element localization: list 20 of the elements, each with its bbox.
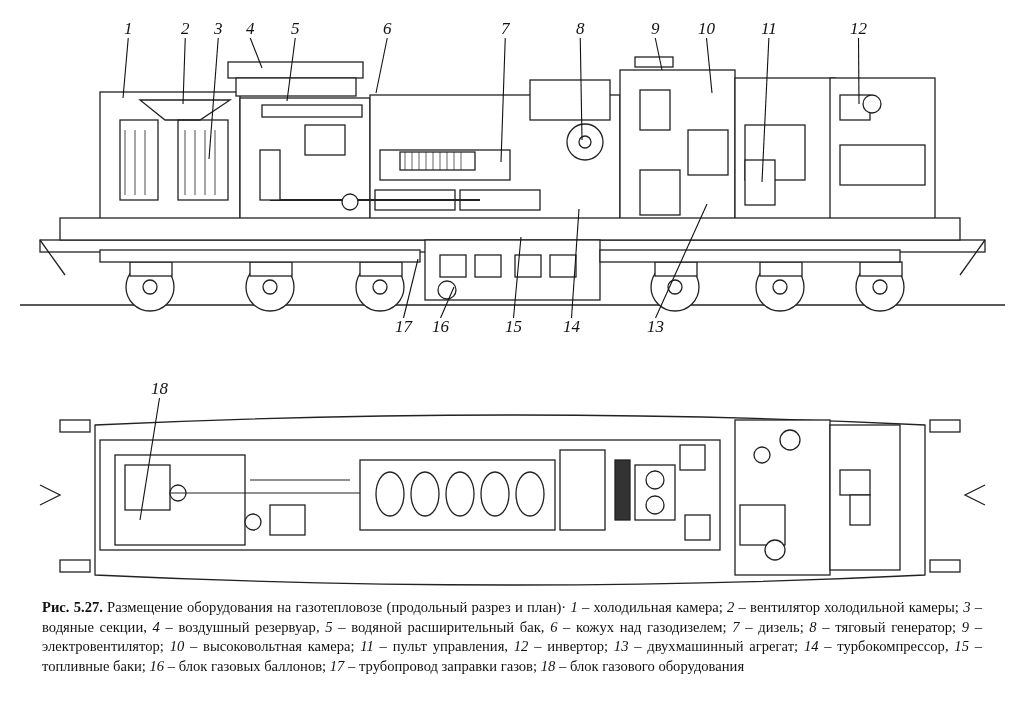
leader-line	[579, 37, 583, 141]
leader-line	[500, 37, 506, 163]
leader-line	[654, 203, 708, 319]
leader-line	[249, 37, 263, 69]
leader-line	[705, 37, 713, 94]
leader-line	[654, 37, 663, 71]
leader-line	[208, 37, 219, 160]
leader-line	[139, 397, 161, 521]
leader-line	[375, 37, 388, 94]
callout-number: 4	[245, 20, 256, 38]
leader-line	[286, 37, 296, 102]
leader-line	[761, 37, 770, 183]
leader-line	[182, 37, 186, 105]
leader-line	[402, 258, 419, 319]
leader-line	[512, 236, 522, 319]
leader-line	[857, 37, 860, 105]
leader-line	[439, 286, 455, 319]
leader-line	[570, 208, 580, 319]
figure-caption: Рис. 5.27. Размещение оборудования на газотепловозе (продольный разрез и план)· 1 – холодильная камера; 2 – вентилятор холодильной камеры; 3 – водяные секции, 4 – воздушный резервуар, 5 – водяной расширительный бак, 6 – кожух над газодизелем; 7 – дизель; 8 – тяговый генератор; 9 – электровентилятор; 10 – высоковольтная камера; 11 – пульт управления, 12 – инвертор; 13 – двухмашинный агрегат; 14 – турбокомпрессор, 15 – топливные баки; 16 – блок газовых баллонов; 17 – трубопровод заправки газов; 18 – блок газового оборудования	[42, 598, 982, 676]
leader-line	[122, 37, 129, 99]
